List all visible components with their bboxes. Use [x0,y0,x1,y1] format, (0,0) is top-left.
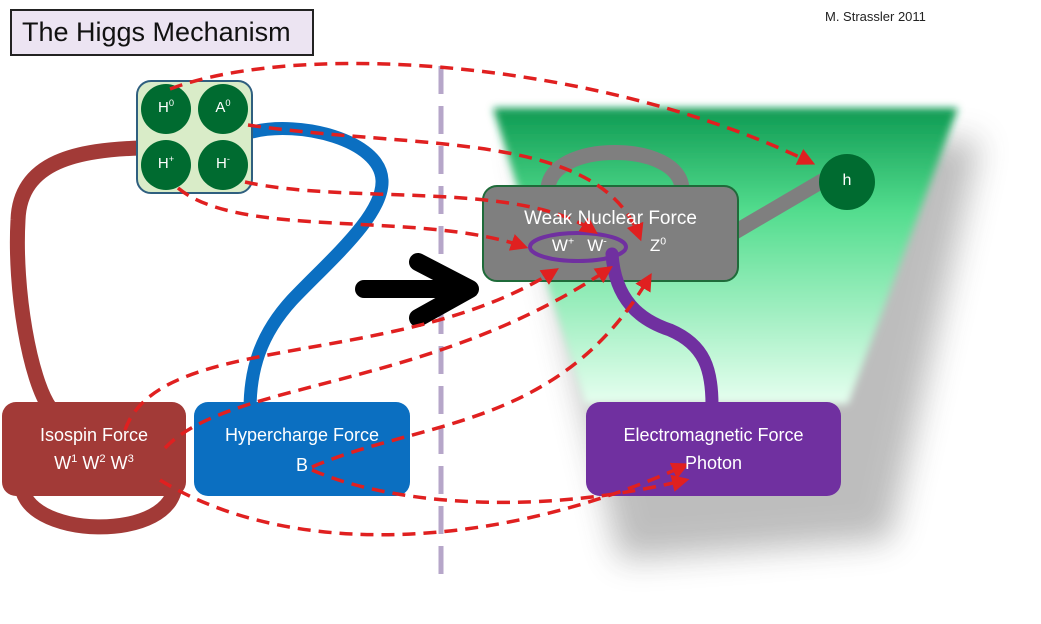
arrow-b-to-z [311,272,652,469]
higgs-boson-label: h [842,172,852,189]
weak-to-higgs-link [727,173,830,240]
higgs-component-a0 [198,84,248,134]
isospin-box [2,402,186,496]
higgs-label-hminus: H- [216,154,230,172]
weak-force-title: Weak Nuclear Force [524,208,697,229]
arrow-a0-to-z [247,123,644,242]
weak-w-minus: W- [587,235,607,255]
weak-w-plus: W+ [551,235,575,255]
higgs-component-hplus [141,140,191,190]
higgs-label-h0: H0 [157,98,174,116]
arrow-isospin-to-w [123,268,559,431]
isospin-title: Isospin Force [39,425,149,445]
isospin-self-loop [14,472,183,535]
em-boson: Photon [684,453,743,473]
higgs-component-hminus [198,140,248,190]
isospin-bosons: W1 W2 W3 [54,453,134,473]
hypercharge-box [194,402,410,496]
arrow-hminus-to-w [244,180,598,234]
em-link [605,247,719,412]
hypercharge-boson: B [295,455,308,475]
higgs-label-a0: A0 [215,98,231,116]
isospin-link [9,140,148,416]
higgs-component-h0 [141,84,191,134]
w-pair-ellipse [528,231,628,263]
hypercharge-title: Hypercharge Force [224,425,380,445]
page-title: The Higgs Mechanism [10,9,314,56]
hypercharge-link [243,122,389,417]
arrow-h0-to-h [169,61,816,165]
arrow-isospin-to-z [163,266,613,450]
arrow-b-to-photon [311,468,690,505]
higgs-boson-circle [819,154,875,210]
weak-z: Z0 [649,235,667,255]
higgs-label-hplus: H+ [157,154,175,172]
author-credit: M. Strassler 2011 [825,9,926,24]
em-title: Electromagnetic Force [623,425,804,445]
transition-arrow-icon [355,253,479,327]
weak-self-loop [540,145,690,198]
arrow-isospin-to-photon [159,462,690,537]
em-box [586,402,841,496]
